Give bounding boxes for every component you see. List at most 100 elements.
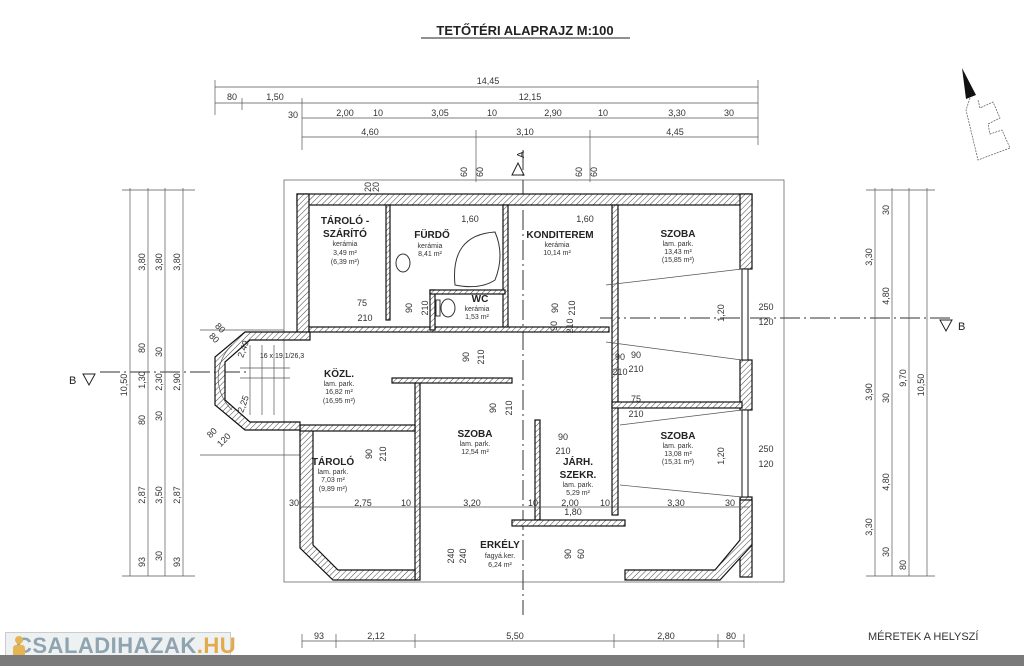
dim-label: SZÁRÍTÓ [323,227,367,240]
dim-label: 90 [563,549,573,559]
watermark-brand: CSALADIHAZAK [16,633,197,658]
dim-label: (6,39 m²) [331,259,359,266]
dim-label: 210 [504,400,514,415]
dim-label: 3,90 [864,383,874,401]
dim-label: 210 [476,349,486,364]
dim-label: 10,50 [916,374,926,397]
room-jarh-szekr: JÁRH. SZEKR. lam. park. 5,29 m² [560,455,597,497]
stair-spec-label: 16 x 19,1/26,3 [260,353,304,360]
watermark-text: CSALADIHAZAK.HU [16,633,236,659]
dim-label: ERKÉLY [480,538,520,551]
dim-label: 90 [364,449,374,459]
dim-label: KONDITEREM [526,230,593,241]
roof-outline [283,179,785,583]
dim-label: 10 [528,498,538,508]
dim-label: 3,05 [431,108,449,118]
dim-label: 2,00 [561,498,579,508]
dim-label: kerámia [418,243,443,250]
dim-label: 240 [458,548,468,563]
dim-label: 240 [446,548,456,563]
dim-label: 210 [612,367,627,377]
dim-label: 60 [459,167,469,177]
room-kozl: KÖZL. lam. park. 16,82 m² (16,95 m²) [323,367,355,405]
dim-label: 93 [314,631,324,641]
dim-label: SZOBA [661,229,696,240]
bathtub-icon [454,231,501,288]
dim-label: 5,50 [506,631,524,641]
dim-label: 13,08 m² [664,451,692,458]
dim-label: 20 [371,182,381,192]
dim-label: 1,53 m² [465,314,489,321]
dim-label: SZOBA [661,431,696,442]
dim-label: 30 [154,347,164,357]
room-wc: WC kerámia 1,53 m² [465,294,490,321]
dim-label: 13,43 m² [664,249,692,256]
dim-label: 8,41 m² [418,251,442,258]
walls [214,193,753,581]
dim-label: 75 [357,298,367,308]
dim-label: 16,82 m² [325,389,353,396]
dim-label: 2,30 [154,373,164,391]
dim-label: 80 [898,560,908,570]
dim-label: kerámia [545,242,570,249]
dim-label: 2,87 [137,486,147,504]
dim-label: 3,30 [667,498,685,508]
dim-label: 30 [289,498,299,508]
watermark-tld: .HU [196,633,237,658]
windows-right [605,268,749,498]
dim-label: 30 [881,547,891,557]
dim-label: 90 [631,350,641,360]
dim-label: 250 [758,302,773,312]
section-label-b-right: B [958,321,965,333]
dim-label: 30 [881,205,891,215]
dim-label: 10,50 [119,374,129,397]
dim-label: 5,29 m² [566,490,590,497]
toilet-icon [435,298,456,318]
sink-icon [395,253,411,273]
dim-label: 60 [589,167,599,177]
dim-label: KÖZL. [324,367,354,380]
dim-label: kerámia [465,306,490,313]
dim-label: lam. park. [318,469,349,476]
dim-label: 3,49 m² [333,250,357,257]
dim-label: TÁROLÓ [312,455,354,468]
dimensions-note: MÉRETEK A HELYSZÍ [868,631,979,643]
room-szoba-2: SZOBA lam. park. 12,54 m² [458,429,493,456]
dim-label: lam. park. [663,443,694,450]
dim-label: SZEKR. [560,470,597,481]
bottom-dimensions: 93 2,12 5,50 2,80 80 [301,631,745,648]
dim-label: 20 [363,182,373,192]
dim-label: 120 [758,317,773,327]
dim-label: 3,30 [668,108,686,118]
left-dimensions: 10,50 3,80 80 1,30 80 2,87 93 3,80 30 2,… [119,188,195,577]
dim-label: 30 [724,108,734,118]
dim-label: 12,15 [519,92,542,102]
dim-label: lam. park. [460,441,491,448]
room-szoba-3: SZOBA lam. park. 13,08 m² (15,31 m²) [661,431,696,466]
bottom-bar [0,655,1024,666]
dim-label: 60 [576,549,586,559]
dim-label: (15,85 m²) [662,257,694,264]
right-dimensions: 3,30 3,90 3,30 30 4,80 30 4,80 30 9,70 8… [864,188,935,577]
dim-label: 210 [628,364,643,374]
dim-label: 3,30 [864,518,874,536]
dim-label: lam. park. [563,482,594,489]
room-konditerem: KONDITEREM kerámia 10,14 m² [526,230,593,257]
dim-label: 80 [137,343,147,353]
dim-label: 1,20 [716,447,726,465]
dim-label: 3,10 [516,127,534,137]
room-szoba-1: SZOBA lam. park. 13,43 m² (15,85 m²) [661,229,696,264]
dim-label: 10 [373,108,383,118]
dim-label: 10 [487,108,497,118]
dim-label: 90 [550,303,560,313]
dim-label: lam. park. [324,381,355,388]
dim-label: 3,50 [154,486,164,504]
dim-label: 2,90 [544,108,562,118]
dim-label: 80 [726,631,736,641]
dim-label: 80 [137,415,147,425]
dim-label: 210 [565,318,575,333]
dim-label: 10,14 m² [543,250,571,257]
dim-label: 4,60 [361,127,379,137]
dim-label: 2,12 [367,631,385,641]
dim-label: WC [472,294,489,305]
